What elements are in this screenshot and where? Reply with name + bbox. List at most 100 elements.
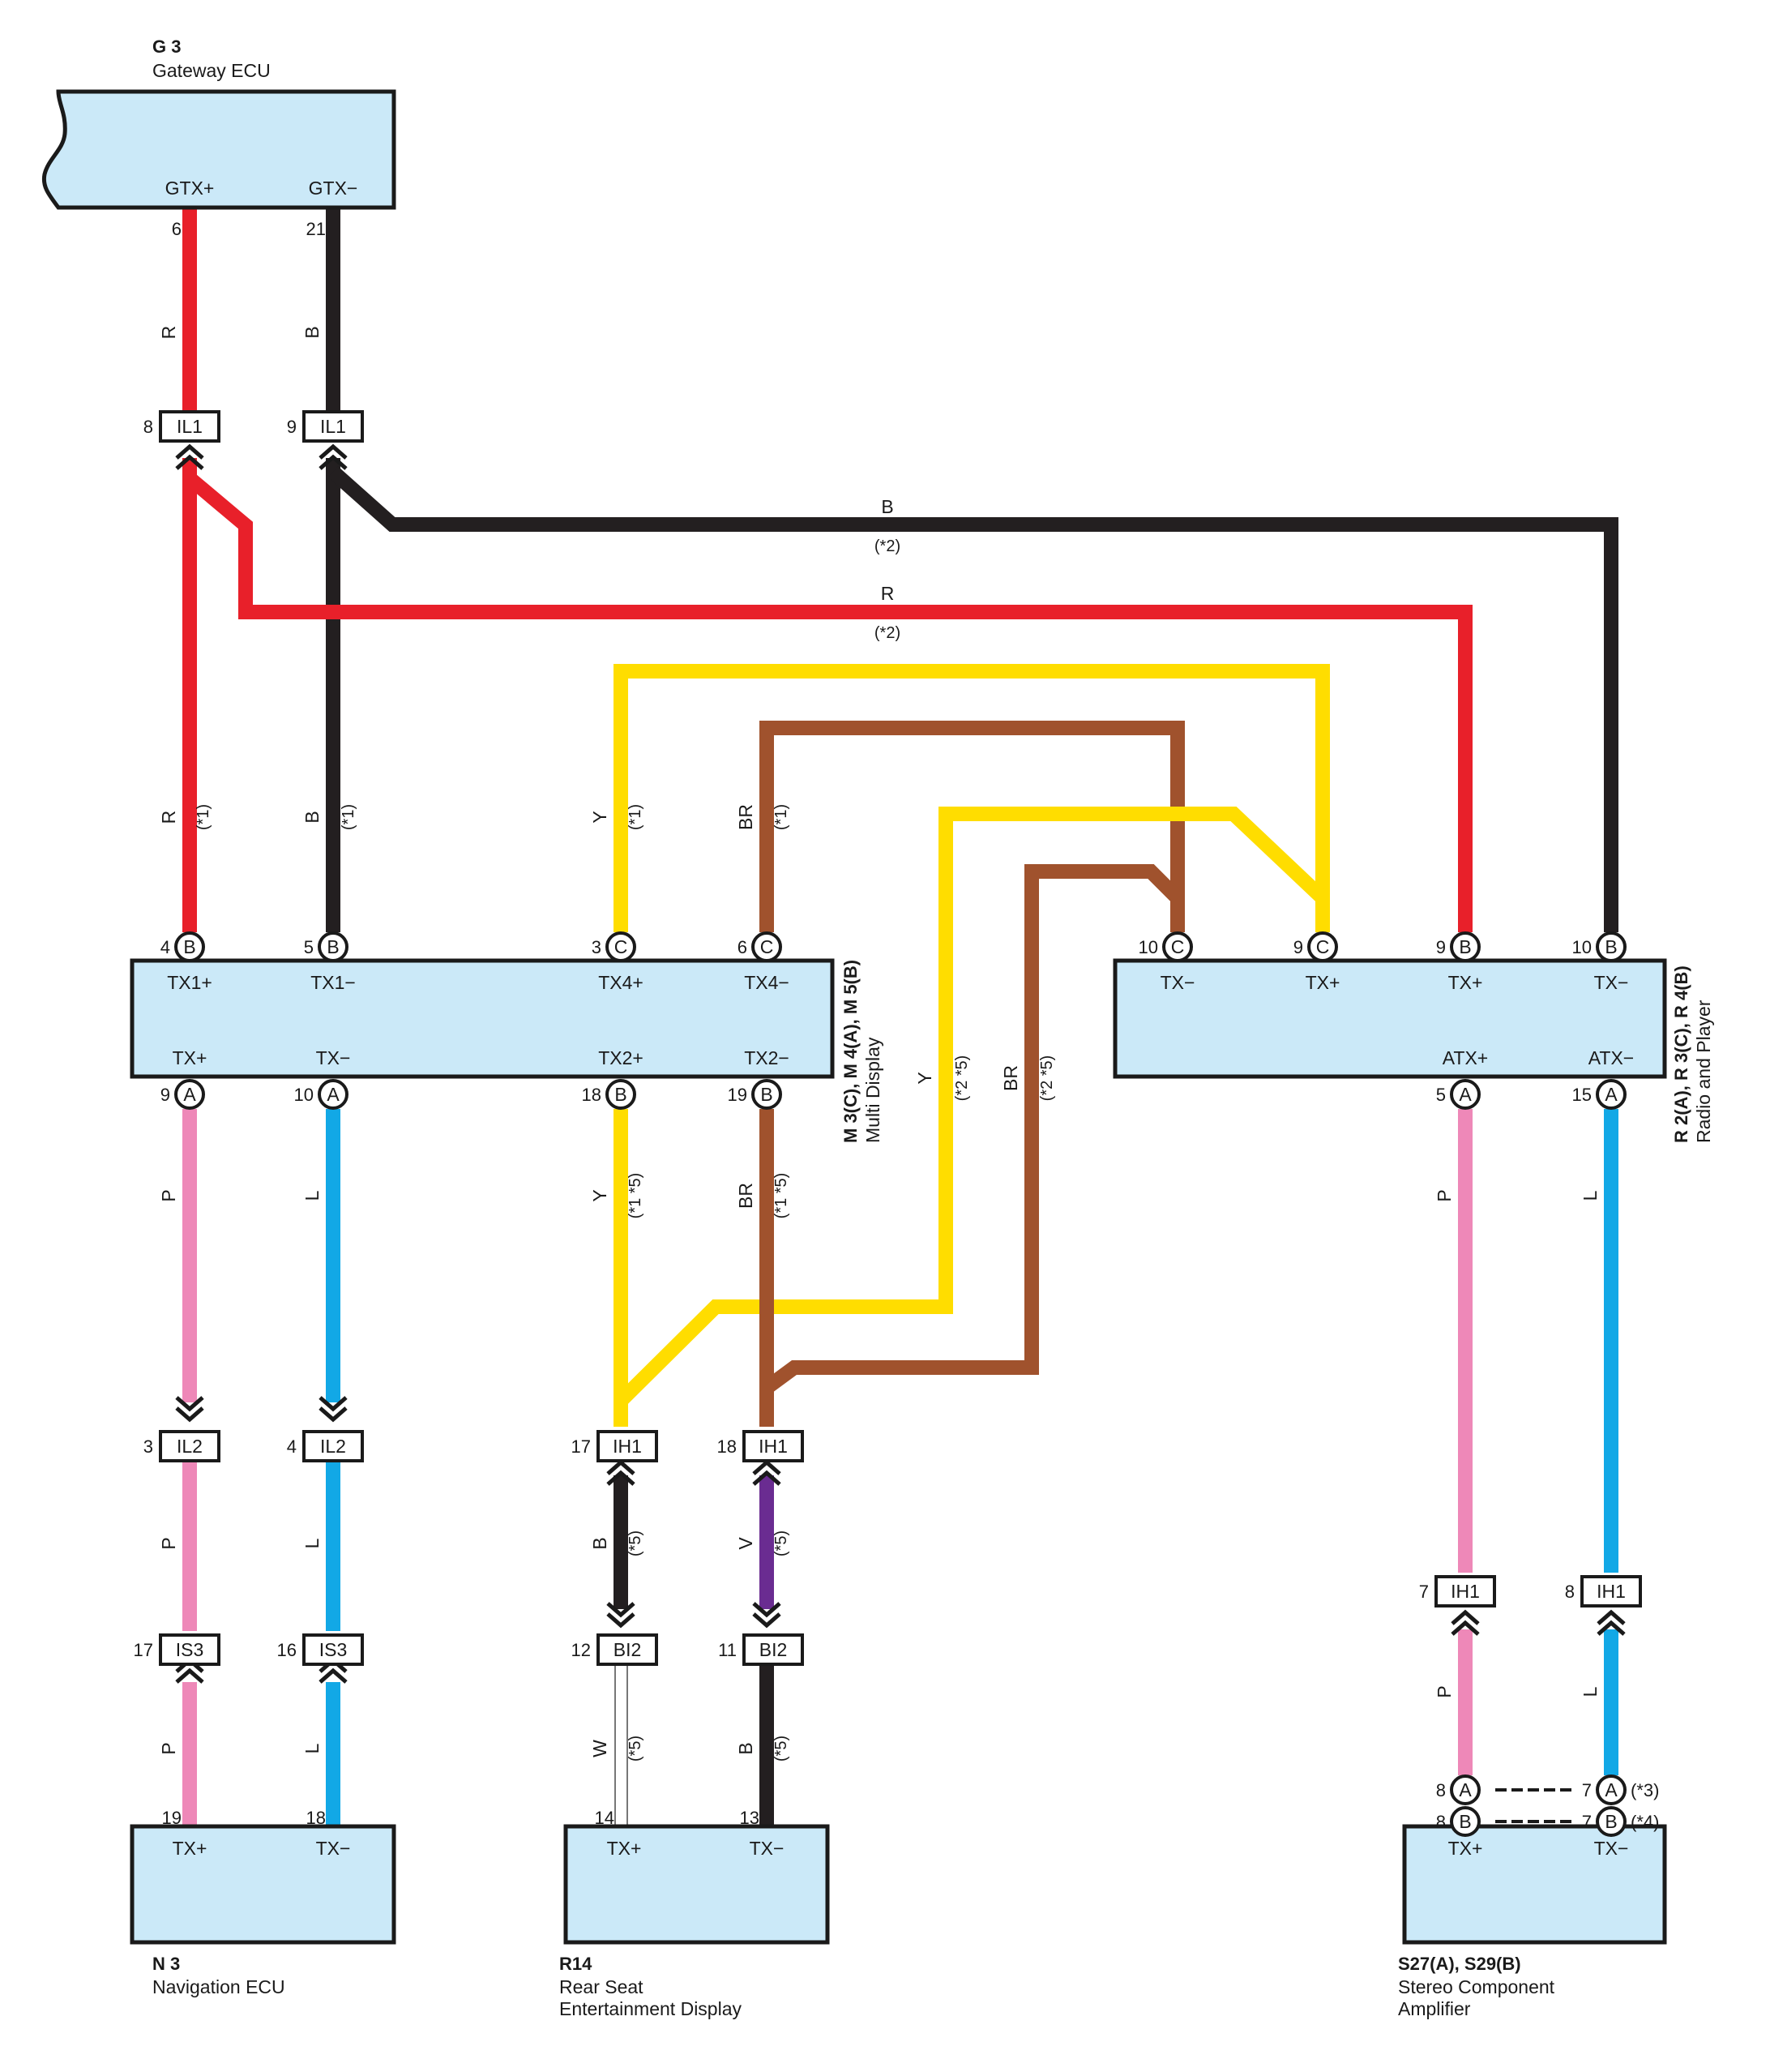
wire-white-bi2-r14 <box>614 1651 628 1834</box>
pin-number: 17 <box>134 1640 153 1660</box>
navigation-ecu-box <box>130 1824 396 1945</box>
wire-label: L <box>301 1190 323 1201</box>
pin-number: 18 <box>306 1808 326 1828</box>
conn-letter: B <box>183 936 195 957</box>
junction-il1-b <box>302 410 364 443</box>
conn-md-tx1p <box>174 931 205 962</box>
arrow-bi2-a <box>606 1602 635 1629</box>
pin-number: 12 <box>571 1640 591 1660</box>
radio-box <box>1113 958 1667 1079</box>
arrow-il2-a <box>175 1396 204 1423</box>
arrow-il1-b <box>319 443 348 470</box>
pin-name: TX+ <box>173 1838 207 1859</box>
wire-note: (*1) <box>772 804 790 830</box>
junction-bi2-a <box>596 1633 658 1666</box>
junction-ih1-d <box>1580 1575 1642 1608</box>
conn-letter: B <box>327 936 339 957</box>
pin-name: TX1+ <box>167 972 212 993</box>
conn-ra-atxm <box>1596 1079 1627 1110</box>
n3-code: N 3 <box>152 1954 180 1974</box>
junction-il1-a-label: IL1 <box>177 416 203 437</box>
r14-code: R14 <box>559 1954 592 1974</box>
pin-name: TX4− <box>744 972 789 993</box>
wire-yellow-tx2-branch <box>615 807 1328 1406</box>
junction-boxes <box>159 410 1642 1666</box>
pin-name: TX4+ <box>598 972 643 993</box>
amp-dashed-lines <box>1495 1788 1572 1823</box>
pin-name: TX+ <box>607 1838 642 1859</box>
junction-il2-b <box>302 1430 364 1462</box>
pin-number: 14 <box>595 1808 614 1828</box>
conn-letter: B <box>614 1084 626 1105</box>
pin-number: 3 <box>143 1436 153 1457</box>
conn-letter: B <box>1605 936 1617 957</box>
pin-number: 10 <box>1139 937 1158 957</box>
connector-arrows <box>175 443 1626 1684</box>
junction-ih1-b <box>742 1430 804 1462</box>
amp-name-1: Stereo Component <box>1398 1976 1555 1997</box>
pin-number: 11 <box>718 1640 737 1660</box>
conn-ra-atxp <box>1450 1079 1481 1110</box>
pin-name-gtxm: GTX− <box>309 178 358 199</box>
wire-label: B <box>735 1742 756 1754</box>
pin-number: 9 <box>287 417 297 437</box>
wire-note: (*1 *5) <box>626 1173 644 1219</box>
conn-ra-txm1 <box>1162 931 1193 962</box>
pin-name: TX+ <box>1448 972 1483 993</box>
conn-letter: A <box>1605 1084 1618 1105</box>
pin-name: TX+ <box>1448 1838 1483 1859</box>
wire-label: P <box>158 1742 179 1754</box>
conn-ra-txp1 <box>1307 931 1338 962</box>
junction-ih1-c <box>1434 1575 1496 1608</box>
conn-md-tx2m <box>751 1079 782 1110</box>
wire-label: B <box>881 496 893 517</box>
multi-display-box <box>130 958 835 1079</box>
g3-name: Gateway ECU <box>152 60 271 81</box>
note-4: (*4) <box>1631 1812 1659 1832</box>
conn-md-tx2p <box>605 1079 636 1110</box>
conn-letter: A <box>1605 1779 1618 1800</box>
pin-number: 5 <box>304 937 314 957</box>
pin-number: 13 <box>740 1808 759 1828</box>
wire-label: L <box>301 1743 323 1753</box>
conn-letter: C <box>1171 936 1185 957</box>
arrow-il1-a <box>175 443 204 470</box>
junction-bi2-b-label: BI2 <box>759 1639 788 1660</box>
wire-label: R <box>158 326 179 340</box>
arrow-ih1-c <box>1451 1609 1480 1636</box>
wire-label: BR <box>735 804 756 830</box>
pin-number: 21 <box>306 219 326 239</box>
wire-label: W <box>589 1740 610 1757</box>
pin-name: TX− <box>316 1047 351 1068</box>
pin-number: 4 <box>287 1436 297 1457</box>
pin-number: 8 <box>143 417 153 437</box>
junction-is3-b <box>302 1633 364 1666</box>
wire-note: (*2 *5) <box>953 1055 971 1102</box>
conn-md-txm <box>318 1079 348 1110</box>
pin-name: TX+ <box>173 1047 207 1068</box>
pin-name: TX− <box>1594 1838 1629 1859</box>
conn-letter: A <box>183 1084 196 1105</box>
wire-label: BR <box>735 1183 756 1209</box>
component-titles: G 3 Gateway ECU N 3 Navigation ECU R14 R… <box>152 36 1714 2019</box>
pin-name: TX− <box>316 1838 351 1859</box>
n3-name: Navigation ECU <box>152 1976 285 1997</box>
r14-name-1: Rear Seat <box>559 1976 643 1997</box>
conn-md-txp <box>174 1079 205 1110</box>
conn-letter: C <box>760 936 774 957</box>
pin-name: ATX− <box>1588 1047 1634 1068</box>
wire-note: (*2) <box>874 624 900 642</box>
pin-name: TX1− <box>310 972 356 993</box>
wire-note: (*5) <box>772 1736 790 1762</box>
multi-code: M 3(C), M 4(A), M 5(B) <box>840 960 861 1143</box>
wire-note: (*2) <box>874 537 900 555</box>
pin-number: 10 <box>294 1085 314 1105</box>
junction-is3-b-label: IS3 <box>319 1639 348 1660</box>
pin-name-gtxp: GTX+ <box>165 178 215 199</box>
pin-number: 9 <box>1436 937 1446 957</box>
conn-letter: B <box>760 1084 772 1105</box>
junction-labels: IL1 IL1 IL2 IL2 IS3 IS3 IH1 IH1 BI2 BI2 … <box>176 416 1626 1660</box>
conn-letter: A <box>327 1084 340 1105</box>
pin-number: 7 <box>1419 1582 1429 1602</box>
pin-number: 3 <box>592 937 601 957</box>
